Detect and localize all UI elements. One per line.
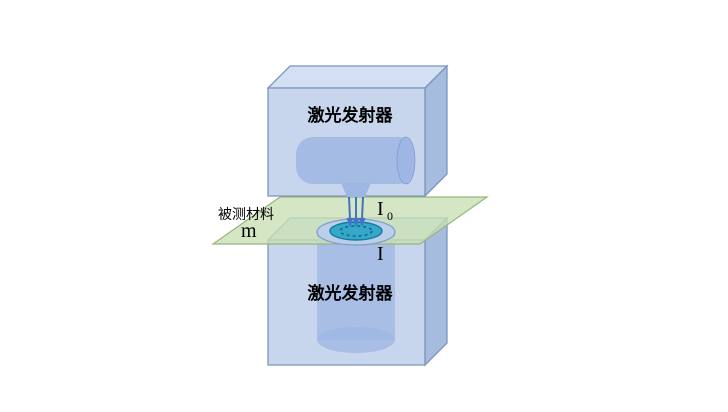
laser-nozzle-stem <box>341 183 371 197</box>
top-inner-cylinder <box>296 136 416 197</box>
beam-arrowhead-right <box>358 218 366 227</box>
top-box-right-face <box>424 64 448 198</box>
incident-intensity-label: I <box>377 198 384 220</box>
top-device-label: 激光发射器 <box>308 105 394 126</box>
bottom-inner-cylinder <box>317 232 395 353</box>
incident-intensity-subscript: 0 <box>387 209 393 223</box>
material-label: 被测材料 <box>218 207 274 223</box>
top-box-top-face <box>266 65 449 89</box>
material-symbol: m <box>241 220 257 242</box>
bottom-box-right-face <box>424 216 448 367</box>
bottom-cylinder-body <box>317 232 395 340</box>
laser-spot <box>329 221 383 241</box>
beam-arrowhead-left <box>346 218 354 227</box>
bottom-device-label: 激光发射器 <box>308 283 394 304</box>
beam-line-left <box>348 196 351 220</box>
transmitted-intensity-label: I <box>377 243 384 265</box>
beam-line-right <box>361 196 364 220</box>
top-cylinder-right-cap <box>396 136 416 185</box>
top-cylinder-body <box>296 137 415 184</box>
laser-spot-hatch <box>339 225 373 237</box>
laser-beam-arrows <box>346 196 366 227</box>
beam-arrowhead-middle <box>352 218 360 227</box>
bottom-cylinder-bottom-cap <box>317 327 395 353</box>
